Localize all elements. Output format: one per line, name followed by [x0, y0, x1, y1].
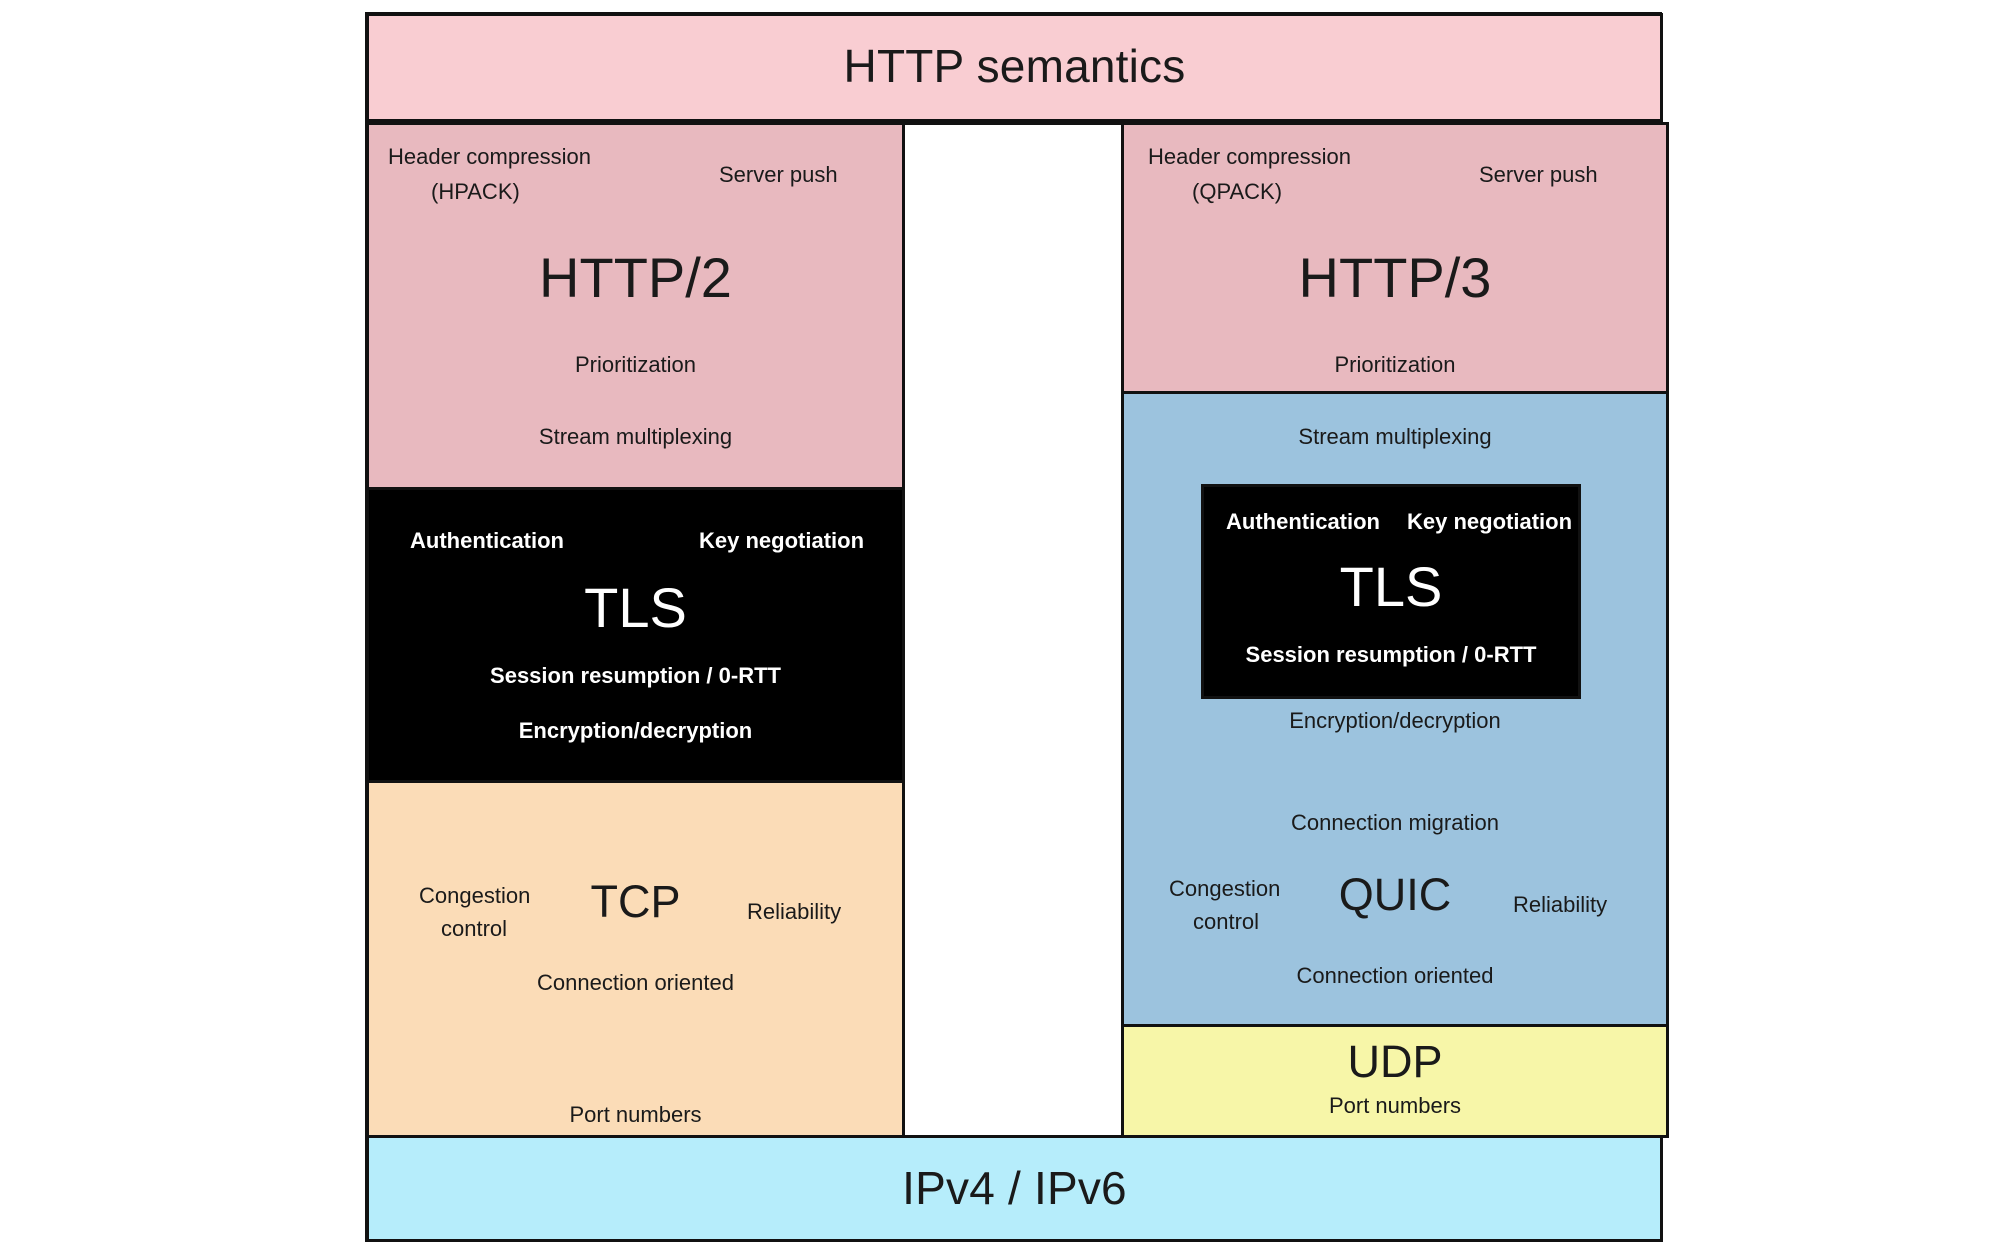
tls-right-session-resumption-label: Session resumption / 0-RTT [1245, 642, 1537, 667]
quic-name-label: QUIC [1338, 869, 1452, 920]
tls-left-authentication-label: Authentication [410, 528, 564, 553]
tcp-reliability-label: Reliability [747, 899, 842, 924]
tcp-congestion-control-label-line1: Congestion [419, 883, 531, 908]
layer-http2: Header compression (HPACK) Server push H… [366, 122, 905, 490]
layer-tls-left: Authentication Key negotiation TLS Sessi… [366, 487, 905, 783]
udp-name-label: UDP [1347, 1036, 1443, 1087]
udp-port-numbers-label: Port numbers [1328, 1093, 1462, 1118]
tcp-name-label: TCP [590, 876, 681, 927]
tls-right-name-label: TLS [1339, 555, 1443, 618]
http-semantics-label: HTTP semantics [843, 40, 1186, 92]
tls-right-key-negotiation-label: Key negotiation [1407, 509, 1573, 534]
http3-server-push-label: Server push [1479, 162, 1598, 187]
layer-ip: IPv4 / IPv6 [366, 1135, 1663, 1242]
http3-header-compression-label-line1: Header compression [1148, 144, 1351, 169]
quic-reliability-label: Reliability [1513, 892, 1608, 917]
quic-congestion-control-label-line2: control [1193, 909, 1260, 934]
http3-header-compression-label-line2: (QPACK) [1192, 179, 1283, 204]
http2-stream-multiplexing-label: Stream multiplexing [538, 424, 733, 449]
quic-stream-multiplexing-label: Stream multiplexing [1298, 424, 1492, 449]
layer-http3: Header compression (QPACK) Server push H… [1121, 122, 1669, 394]
layer-tcp: Congestion control TCP Reliability Conne… [366, 780, 905, 1138]
http3-prioritization-label: Prioritization [1334, 352, 1456, 377]
quic-connection-oriented-label: Connection oriented [1296, 963, 1494, 988]
tcp-port-numbers-label: Port numbers [569, 1102, 702, 1127]
tcp-connection-oriented-label: Connection oriented [537, 970, 734, 995]
tls-left-key-negotiation-label: Key negotiation [699, 528, 865, 553]
http2-header-compression-label-line1: Header compression [388, 144, 591, 169]
layer-quic: Stream multiplexing Authentication Key n… [1121, 391, 1669, 1027]
quic-encryption-label: Encryption/decryption [1289, 708, 1501, 733]
layer-http-semantics: HTTP semantics [366, 13, 1663, 122]
tcp-congestion-control-label-line2: control [441, 916, 508, 941]
quic-congestion-control-label-line1: Congestion [1169, 876, 1281, 901]
diagram-frame: HTTP semantics Header compression (HPACK… [365, 12, 1669, 1242]
http2-prioritization-label: Prioritization [574, 352, 697, 377]
http3-name-label: HTTP/3 [1298, 246, 1492, 309]
http2-header-compression-label-line2: (HPACK) [431, 179, 520, 204]
center-gap-column [902, 122, 1124, 1138]
tls-right-authentication-label: Authentication [1226, 509, 1380, 534]
http2-server-push-label: Server push [719, 162, 838, 187]
tls-left-name-label: TLS [584, 576, 687, 639]
tls-left-session-resumption-label: Session resumption / 0-RTT [490, 663, 781, 688]
tls-left-encryption-label: Encryption/decryption [518, 718, 753, 743]
layer-udp: UDP Port numbers [1121, 1024, 1669, 1138]
layer-tls-right: Authentication Key negotiation TLS Sessi… [1201, 484, 1581, 699]
ip-label: IPv4 / IPv6 [902, 1162, 1127, 1214]
quic-connection-migration-label: Connection migration [1291, 810, 1499, 835]
http2-name-label: HTTP/2 [539, 246, 732, 309]
